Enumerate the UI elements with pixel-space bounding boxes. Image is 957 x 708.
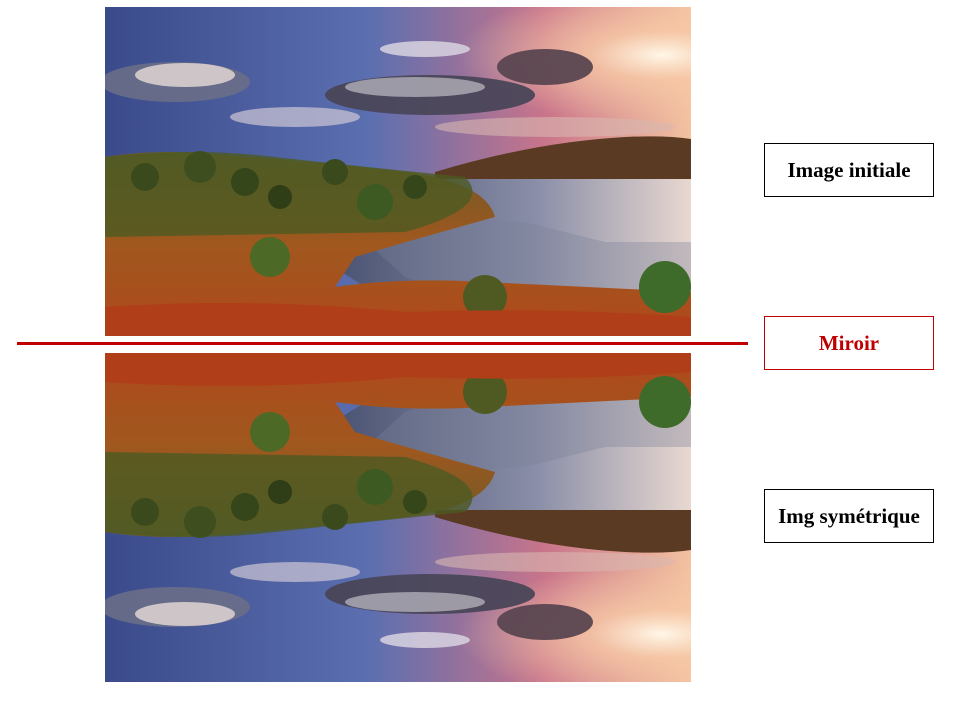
label-symmetric-image: Img symétrique: [764, 489, 934, 543]
label-mirror-text: Miroir: [818, 330, 880, 355]
label-symmetric-text: Img symétrique: [778, 503, 920, 528]
label-mirror: Miroir: [764, 316, 934, 370]
label-initial-text: Image initiale: [787, 157, 911, 182]
mirror-line: [17, 342, 748, 345]
symmetric-landscape-image: [105, 353, 691, 682]
label-initial-image: Image initiale: [764, 143, 934, 197]
initial-landscape-image: [105, 7, 691, 336]
